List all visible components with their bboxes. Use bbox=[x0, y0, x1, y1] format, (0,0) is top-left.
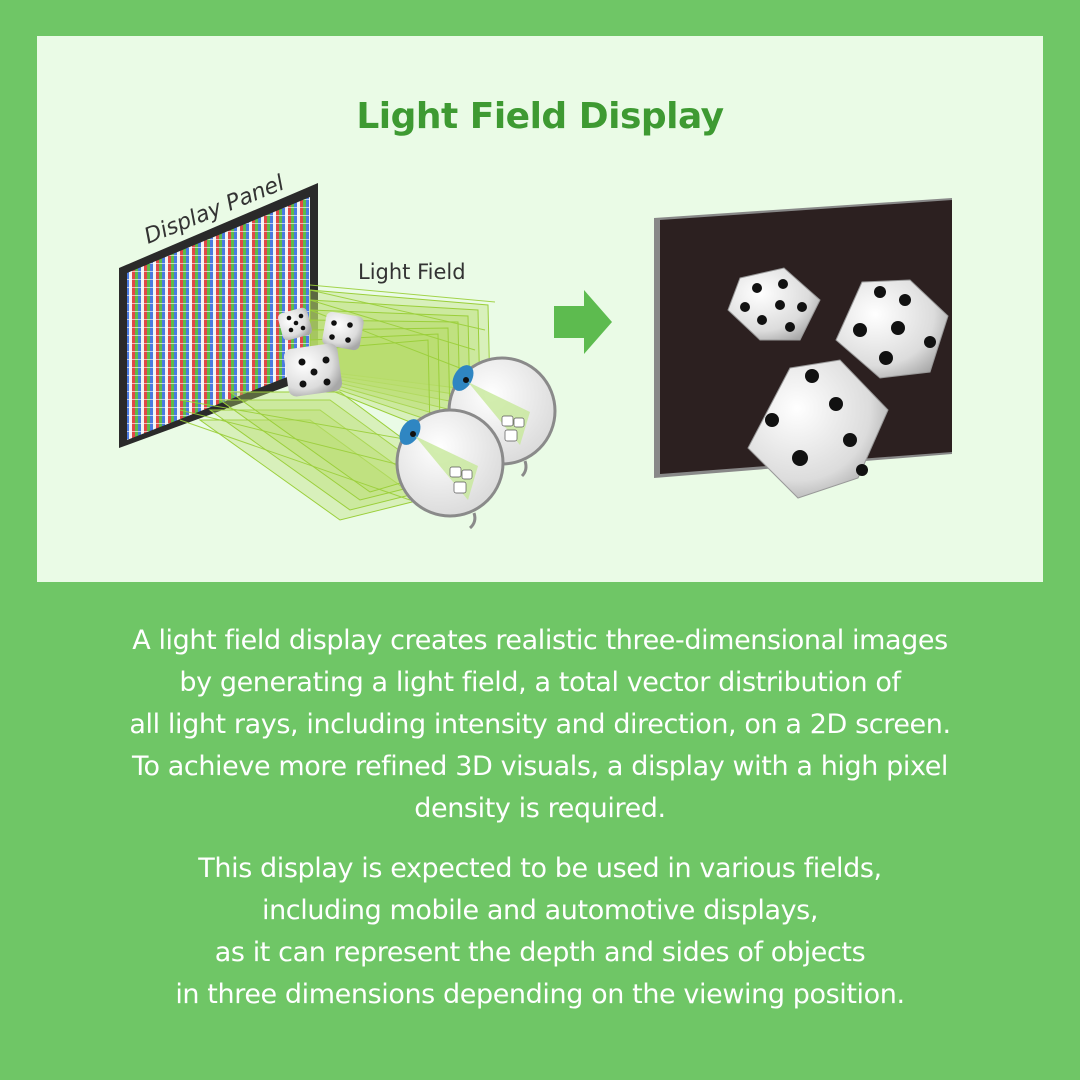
text-line: density is required. bbox=[414, 793, 666, 824]
dice-icon bbox=[727, 267, 821, 341]
text-line: as it can represent the depth and sides … bbox=[214, 937, 866, 968]
display-panel bbox=[119, 183, 318, 448]
dice-icon bbox=[283, 343, 343, 397]
dice-icon bbox=[747, 359, 889, 499]
text-line: To achieve more refined 3D visuals, a di… bbox=[131, 751, 949, 782]
text-line: A light field display creates realistic … bbox=[132, 625, 948, 656]
text-line: in three dimensions depending on the vie… bbox=[175, 979, 905, 1010]
eye-icon bbox=[395, 408, 505, 530]
light-field-label: Light Field bbox=[358, 260, 466, 284]
text-line: This display is expected to be used in v… bbox=[198, 853, 882, 884]
right-arrow-icon bbox=[554, 290, 612, 354]
dice-icon bbox=[835, 279, 949, 379]
description-paragraph-2: This display is expected to be used in v… bbox=[40, 848, 1040, 1016]
dice-icon bbox=[278, 307, 312, 341]
description-paragraph-1: A light field display creates realistic … bbox=[40, 620, 1040, 830]
dice-icon bbox=[322, 311, 364, 351]
page-title: Light Field Display bbox=[356, 96, 724, 137]
text-line: including mobile and automotive displays… bbox=[261, 895, 819, 926]
text-line: by generating a light field, a total vec… bbox=[179, 667, 901, 698]
text-line: all light rays, including intensity and … bbox=[129, 709, 951, 740]
